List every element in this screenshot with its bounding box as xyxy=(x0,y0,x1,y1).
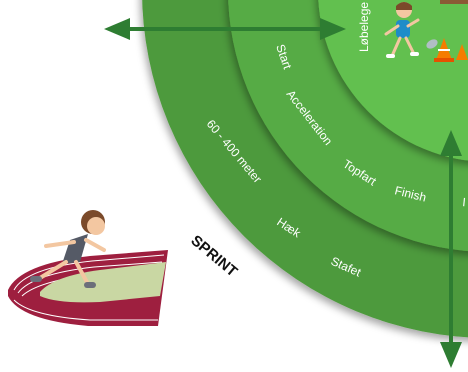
label-running-games: Løbelege xyxy=(357,2,371,52)
label-partial: I xyxy=(462,195,467,209)
inner-ring-labels: Løbelege xyxy=(357,2,371,52)
sprint-label: SPRINT xyxy=(187,232,240,280)
sprinter-on-track-icon xyxy=(8,210,168,326)
cone-icon xyxy=(426,38,468,62)
running-child-icon xyxy=(384,0,468,58)
horizontal-arrow-icon xyxy=(104,18,346,40)
vertical-arrow-icon xyxy=(440,130,462,368)
inner-ring xyxy=(318,0,468,161)
